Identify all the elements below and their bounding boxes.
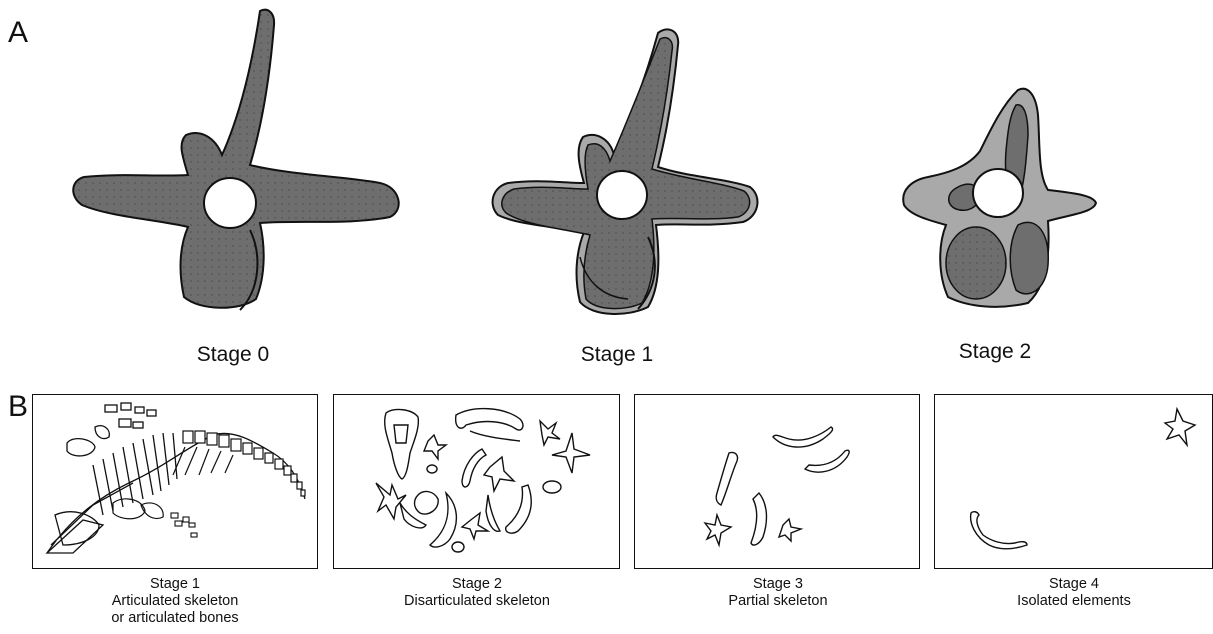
stage-1-label: Stage 1 <box>537 343 697 367</box>
vertebra-stage-0 <box>70 5 410 315</box>
caption-stage-4-line1: Isolated elements <box>934 593 1213 610</box>
box-stage-4 <box>934 394 1213 569</box>
caption-stage-2-title: Stage 2 <box>337 576 617 593</box>
caption-stage-4-title: Stage 4 <box>934 576 1213 593</box>
caption-stage-1-line2: or articulated bones <box>35 610 315 627</box>
box-stage-1 <box>32 394 318 569</box>
stage-2-label: Stage 2 <box>915 340 1075 364</box>
caption-stage-3: Stage 3 Partial skeleton <box>638 576 918 610</box>
caption-stage-2: Stage 2 Disarticulated skeleton <box>337 576 617 610</box>
articulated-skeleton-drawing <box>33 395 319 570</box>
caption-stage-4: Stage 4 Isolated elements <box>934 576 1213 610</box>
panel-a-letter: A <box>8 18 28 48</box>
caption-stage-1-line1: Articulated skeleton <box>35 593 315 610</box>
disarticulated-skeleton-drawing <box>334 395 621 570</box>
partial-skeleton-drawing <box>635 395 921 570</box>
caption-stage-3-line1: Partial skeleton <box>638 593 918 610</box>
vertebra-stage-1 <box>488 27 778 317</box>
panel-b-letter: B <box>8 392 28 422</box>
caption-stage-1-title: Stage 1 <box>35 576 315 593</box>
caption-stage-1: Stage 1 Articulated skeleton or articula… <box>35 576 315 627</box>
isolated-elements-drawing <box>935 395 1213 570</box>
stage-0-label: Stage 0 <box>153 343 313 367</box>
caption-stage-3-title: Stage 3 <box>638 576 918 593</box>
box-stage-2 <box>333 394 620 569</box>
caption-stage-2-line1: Disarticulated skeleton <box>337 593 617 610</box>
vertebra-stage-2 <box>898 85 1103 315</box>
box-stage-3 <box>634 394 920 569</box>
